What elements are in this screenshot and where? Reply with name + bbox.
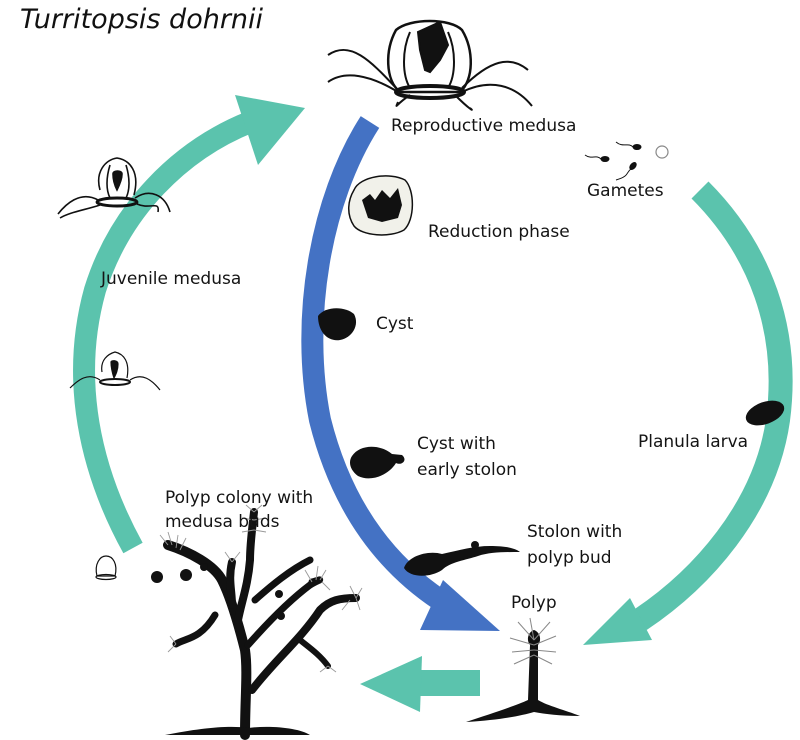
tiny-medusa-illustration bbox=[95, 555, 117, 581]
label-planula-larva: Planula larva bbox=[638, 432, 749, 452]
gametes-illustration bbox=[584, 141, 669, 181]
label-stolon-with-polyp-bud-line2: polyp bud bbox=[527, 548, 612, 568]
label-reduction-phase: Reduction phase bbox=[428, 222, 570, 242]
reduction-phase-illustration bbox=[348, 175, 414, 236]
planula-larva-illustration bbox=[745, 400, 785, 426]
cyst-illustration bbox=[318, 308, 357, 341]
label-cyst-with-early-stolon-line1: Cyst with bbox=[417, 434, 496, 454]
label-stolon-with-polyp-bud-line1: Stolon with bbox=[527, 522, 623, 542]
label-juvenile-medusa: Juvenile medusa bbox=[101, 269, 242, 289]
label-cyst-with-early-stolon-line2: early stolon bbox=[417, 460, 517, 480]
diagram-title: Turritopsis dohrnii bbox=[20, 4, 264, 35]
polyp-colony-illustration bbox=[151, 504, 363, 740]
stolon-with-polyp-bud-illustration bbox=[404, 541, 520, 576]
label-reproductive-medusa: Reproductive medusa bbox=[391, 116, 577, 136]
polyp-illustration bbox=[466, 617, 580, 722]
arrow-gametes-to-polyp bbox=[583, 181, 793, 645]
label-cyst: Cyst bbox=[376, 314, 414, 334]
arrow-reverse-development bbox=[301, 116, 500, 631]
arrow-colony-to-medusa bbox=[73, 95, 305, 554]
label-gametes: Gametes bbox=[587, 181, 664, 201]
reproductive-medusa-illustration bbox=[327, 19, 533, 111]
label-polyp-colony-line1: Polyp colony with bbox=[165, 488, 314, 508]
arrow-polyp-to-colony bbox=[360, 656, 480, 712]
cyst-with-early-stolon-illustration bbox=[350, 446, 405, 479]
juvenile-medusa-illustration bbox=[57, 157, 171, 219]
label-polyp: Polyp bbox=[511, 593, 557, 613]
label-polyp-colony-line2: medusa buds bbox=[165, 512, 280, 532]
juvenile-medusa-small-illustration bbox=[69, 351, 161, 391]
